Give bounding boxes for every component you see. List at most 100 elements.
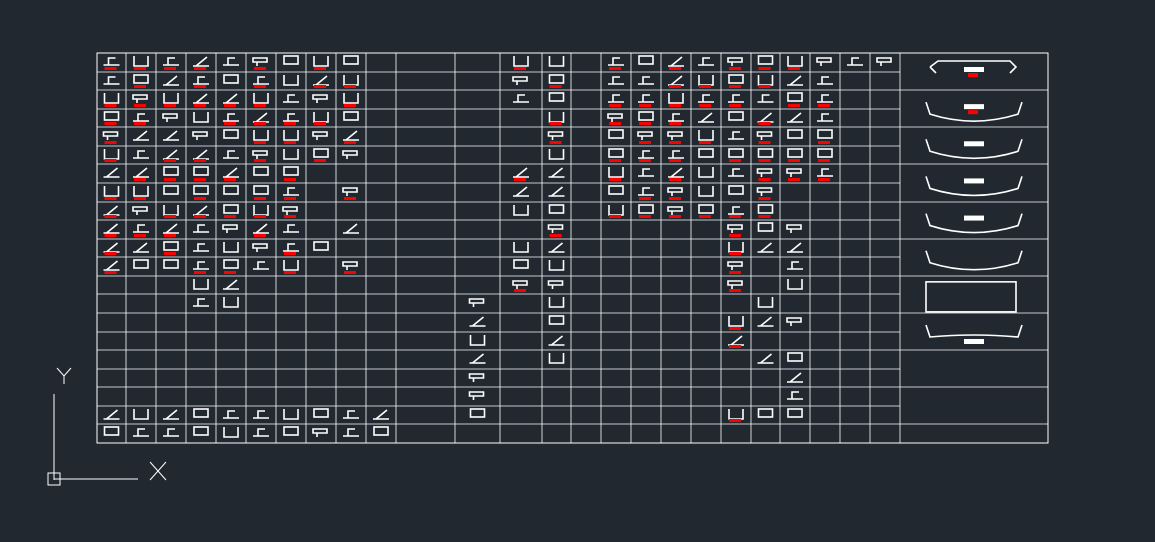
curved-profile — [925, 281, 1017, 313]
profile-symbol — [343, 111, 359, 121]
profile-symbol — [548, 260, 565, 271]
profile-symbol — [512, 280, 528, 292]
profile-symbol — [548, 167, 565, 178]
profile-symbol — [103, 167, 120, 178]
highlight-mark — [758, 159, 771, 162]
profile-symbol — [313, 75, 329, 88]
curved-profile — [925, 139, 1023, 160]
highlight-mark — [669, 67, 681, 70]
highlight-mark — [669, 104, 681, 107]
highlight-mark — [818, 141, 830, 144]
profile-symbol — [668, 167, 684, 181]
profile-symbol — [283, 426, 299, 436]
highlight-mark — [729, 67, 741, 70]
highlight-mark — [758, 67, 771, 70]
profile-symbol — [313, 148, 329, 162]
profile-symbol — [133, 56, 149, 70]
profile-symbol — [817, 94, 833, 107]
profile-symbol — [373, 426, 389, 436]
profile-symbol — [193, 298, 209, 307]
profile-symbol — [548, 92, 565, 102]
profile-symbol — [513, 167, 529, 181]
profile-symbol — [342, 261, 358, 274]
highlight-mark — [344, 271, 356, 274]
profile-symbol — [513, 56, 529, 70]
profile-symbol — [163, 205, 179, 218]
profile-symbol — [193, 279, 209, 290]
profile-symbol — [283, 130, 299, 144]
highlight-mark — [104, 67, 117, 70]
highlight-mark — [254, 67, 266, 70]
highlight-mark — [314, 159, 326, 162]
highlight-mark — [669, 141, 681, 144]
highlight-mark — [104, 234, 117, 237]
profile-symbol — [468, 298, 485, 307]
profile-symbol — [728, 148, 744, 162]
profile-symbol — [757, 316, 774, 327]
profile-symbol — [283, 149, 299, 160]
profile-symbol — [223, 113, 239, 125]
profile-symbol — [103, 93, 120, 107]
profile-symbol — [512, 76, 528, 85]
profile-symbol — [223, 167, 239, 181]
highlight-mark — [194, 215, 206, 218]
highlight-mark — [609, 122, 621, 125]
profile-symbol — [757, 297, 774, 308]
profile-symbol — [757, 112, 774, 125]
highlight-mark — [254, 215, 266, 218]
profile-symbol — [312, 131, 328, 140]
profile-symbol — [103, 242, 120, 255]
profile-symbol — [373, 409, 389, 420]
profile-symbol — [513, 259, 529, 269]
profile-symbol — [607, 113, 623, 125]
profile-symbol — [728, 74, 744, 88]
highlight-mark — [194, 159, 206, 162]
profile-symbol — [103, 149, 120, 162]
profile-symbol — [608, 57, 624, 70]
profile-symbol — [547, 224, 564, 237]
curved-profile — [925, 176, 1023, 197]
highlight-mark — [104, 197, 117, 200]
highlight-mark — [968, 73, 978, 77]
profile-symbol — [728, 409, 744, 422]
profile-symbol — [343, 55, 359, 65]
profile-symbol — [608, 205, 624, 218]
profile-symbol — [192, 131, 208, 140]
profile-symbol — [193, 261, 209, 274]
profile-symbol — [468, 373, 485, 382]
profile-symbol — [757, 204, 774, 218]
profile-symbol — [193, 224, 209, 233]
profile-symbol — [163, 259, 179, 269]
profile-symbol — [103, 409, 120, 420]
profile-symbol — [103, 111, 120, 125]
profile-symbol — [223, 93, 239, 107]
highlight-mark — [164, 234, 176, 237]
profile-symbol — [728, 111, 744, 121]
profile-symbol — [313, 56, 329, 70]
profile-symbol — [513, 186, 529, 197]
profile-label — [964, 141, 984, 147]
profile-symbol — [252, 243, 268, 252]
profile-symbol — [313, 112, 329, 125]
profile-symbol — [469, 408, 486, 418]
profile-symbol — [757, 408, 774, 418]
profile-symbol — [102, 131, 119, 144]
profile-symbol — [817, 168, 833, 181]
profile-symbol — [343, 93, 359, 107]
highlight-mark — [729, 104, 741, 107]
profile-symbol — [756, 168, 773, 181]
profile-symbol — [786, 168, 802, 181]
highlight-mark — [729, 234, 741, 237]
profile-symbol — [469, 316, 486, 327]
profile-symbol — [728, 335, 744, 348]
profile-symbol — [193, 243, 209, 252]
highlight-mark — [669, 85, 681, 88]
profile-symbol — [222, 224, 238, 233]
profile-symbol — [756, 187, 773, 200]
profile-symbol — [223, 242, 239, 253]
highlight-mark — [194, 104, 206, 107]
profile-symbol — [468, 391, 485, 400]
profile-symbol — [757, 94, 774, 103]
highlight-mark — [104, 122, 117, 125]
